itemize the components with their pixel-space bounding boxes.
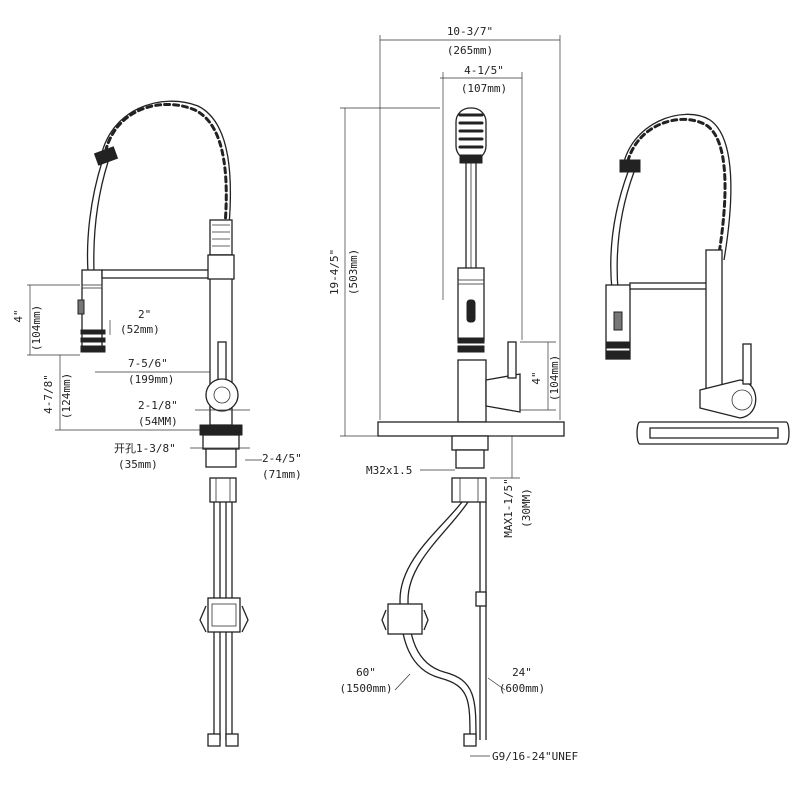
front-view-dimensions	[340, 35, 561, 757]
sprayhead-dia-imperial: 2"	[138, 308, 151, 321]
mount-dia-metric: (71mm)	[262, 468, 302, 481]
deck-plate	[199, 424, 243, 436]
spring-coil	[102, 102, 228, 257]
hose-weight	[207, 597, 241, 633]
perspective-view	[605, 113, 790, 445]
overall-height-metric: (503mm)	[347, 249, 360, 295]
perspective-deck-plate	[636, 421, 790, 445]
supply-length-imperial: 24"	[512, 666, 532, 679]
max-deck-metric: (30MM)	[520, 488, 533, 528]
overall-width-metric: (265mm)	[447, 44, 493, 57]
pull-down-hose	[86, 161, 103, 273]
front-deck-plate	[377, 421, 565, 437]
side-view-labels: 4" (104mm) 4-7/8" (124mm) 2" (52mm) 7-5/…	[12, 305, 302, 481]
lower-height-imperial: 4-7/8"	[42, 374, 55, 414]
thread-size: M32x1.5	[366, 464, 412, 477]
hole-dia-metric: (35mm)	[118, 458, 158, 471]
handle-height-imperial: 4"	[530, 371, 543, 384]
max-deck-imperial: MAX1-1/5"	[502, 478, 515, 538]
mount-nut	[209, 477, 237, 503]
spout-side-metric: (107mm)	[461, 82, 507, 95]
sprayhead-dia-metric: (52mm)	[120, 323, 160, 336]
overall-width-imperial: 10-3/7"	[447, 25, 493, 38]
sprayhead-height-metric: (104mm)	[30, 305, 43, 351]
handle-height-metric: (104mm)	[548, 355, 561, 401]
side-view	[77, 100, 249, 747]
connector-thread: G9/16-24"UNEF	[492, 750, 578, 763]
support-arm	[101, 269, 211, 279]
hose-length-imperial: 60"	[356, 666, 376, 679]
base-dia-imperial: 2-1/8"	[138, 399, 178, 412]
hose-length-metric: (1500mm)	[340, 682, 393, 695]
base-dia-metric: (54MM)	[138, 415, 178, 428]
front-view-labels: 10-3/7" (265mm) 4-1/5" (107mm) 19-4/5" (…	[328, 25, 578, 763]
front-view	[377, 107, 565, 747]
overall-height-imperial: 19-4/5"	[328, 249, 341, 295]
sprayhead-height-imperial: 4"	[12, 309, 25, 322]
hole-dia-imperial: 开孔1-3/8"	[114, 442, 176, 455]
spout-reach-imperial: 7-5/6"	[128, 357, 168, 370]
supply-length-metric: (600mm)	[499, 682, 545, 695]
mount-dia-imperial: 2-4/5"	[262, 452, 302, 465]
side-view-dimensions	[27, 284, 262, 461]
spout-side-imperial: 4-1/5"	[464, 64, 504, 77]
spout-reach-metric: (199mm)	[128, 373, 174, 386]
lower-height-metric: (124mm)	[60, 373, 73, 419]
handle	[217, 341, 227, 383]
front-hose-weight	[387, 603, 423, 635]
pull-down-hose-loop	[399, 501, 471, 741]
